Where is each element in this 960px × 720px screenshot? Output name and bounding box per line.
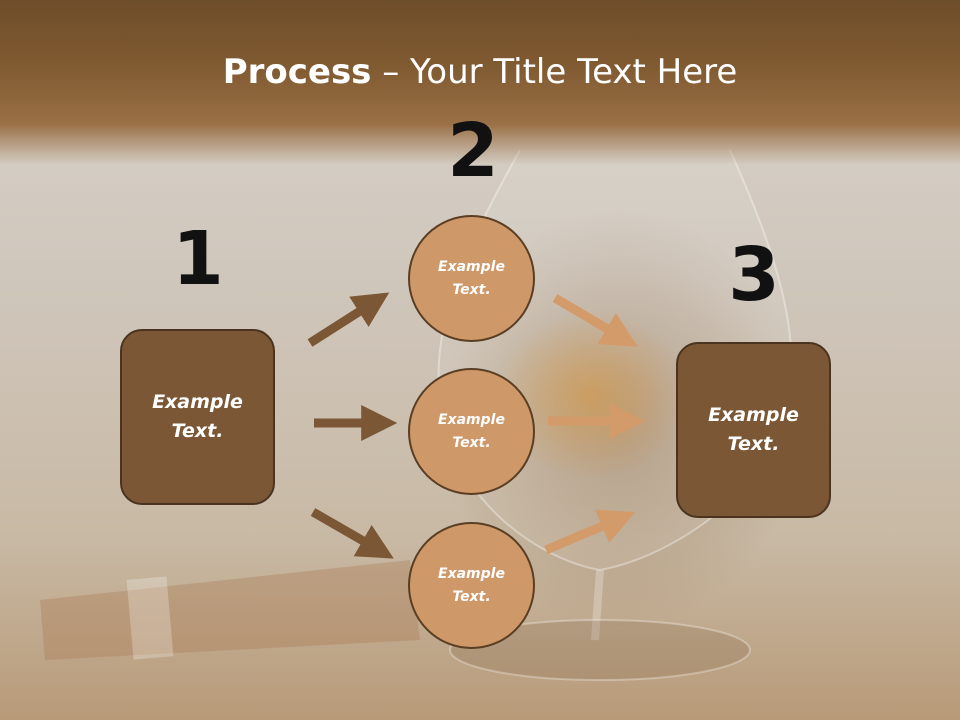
process-circle-middle: Example Text. [408,368,535,495]
header-band [0,0,960,165]
step-number-2: 2 [447,108,499,194]
process-box-left: Example Text. [120,329,275,505]
arrow-bottom-to-right [544,509,636,555]
process-box-right-label: Example Text. [708,404,799,455]
title-bold: Process [222,52,372,92]
arrow-left-to-bottom [310,508,394,559]
title-rest: – Your Title Text Here [371,52,738,92]
arrow-top-to-right [552,294,638,347]
step-number-1: 1 [172,216,224,302]
process-circle-middle-label: Example Text. [438,411,505,451]
slide-title: Process – Your Title Text Here [0,52,960,92]
arrow-left-to-top [307,292,390,347]
process-circle-top: Example Text. [408,215,535,342]
step-number-3: 3 [728,232,780,318]
process-circle-bottom-label: Example Text. [438,565,505,605]
process-box-left-label: Example Text. [152,391,243,442]
process-box-right: Example Text. [676,342,831,518]
process-circle-bottom: Example Text. [408,522,535,649]
process-circle-top-label: Example Text. [438,258,505,298]
